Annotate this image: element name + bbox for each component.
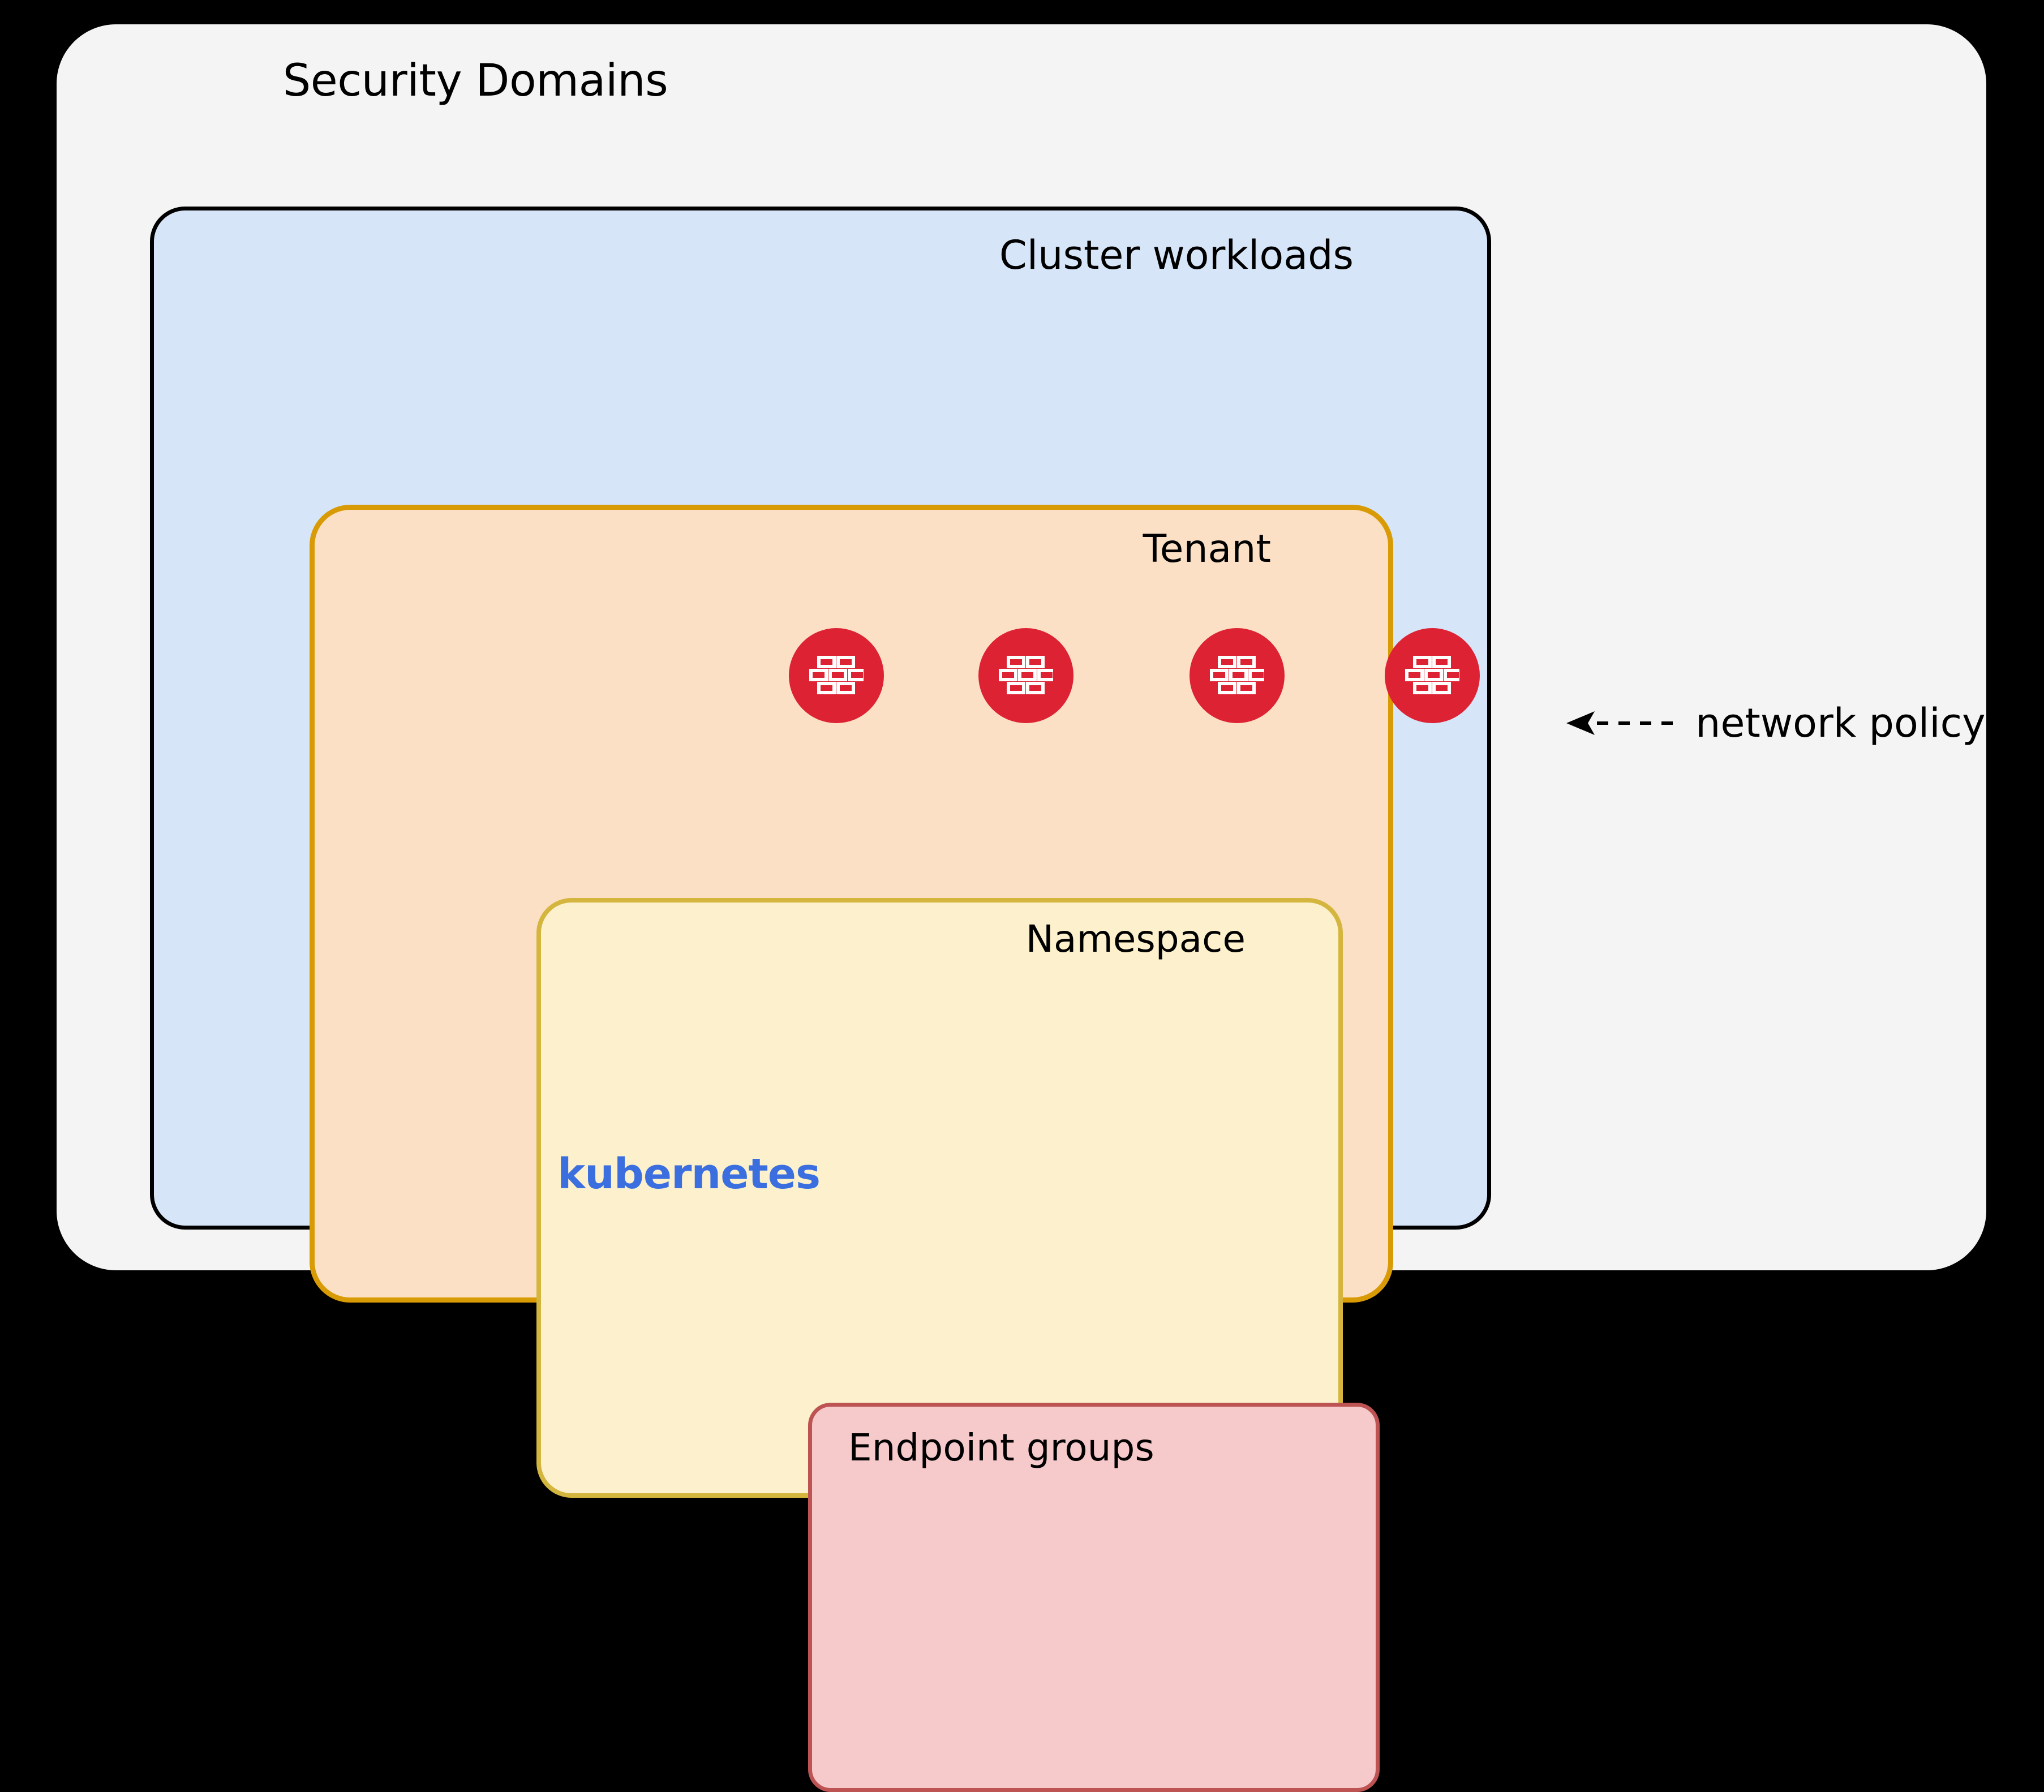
- firewall-brick-icon-tenant[interactable]: [1190, 628, 1285, 723]
- firewall-brick-icon-endpoint-groups[interactable]: [789, 628, 884, 723]
- dashed-arrow-left-icon: [1562, 706, 1675, 740]
- security-domains-frame: Security Domains Cluster workloads Tenan…: [57, 24, 1986, 1792]
- box-endpoint-groups: Endpoint groups: [808, 1403, 1380, 1792]
- box-tenant-label: Tenant: [1143, 527, 1271, 571]
- network-policy-annotation: network policy: [1562, 695, 1986, 751]
- page-title: Security Domains: [282, 55, 668, 106]
- box-endpoint-groups-label: Endpoint groups: [848, 1426, 1154, 1469]
- box-cluster-workloads-label: Cluster workloads: [999, 232, 1354, 278]
- firewall-brick-icon-namespace[interactable]: [978, 628, 1073, 723]
- network-policy-label: network policy: [1695, 700, 1986, 746]
- firewall-brick-icon-cluster[interactable]: [1385, 628, 1480, 723]
- diagram-canvas: Security Domains Cluster workloads Tenan…: [57, 24, 1986, 1792]
- box-namespace-label: Namespace: [1025, 917, 1246, 961]
- kubernetes-brand-label: kubernetes: [557, 1150, 821, 1198]
